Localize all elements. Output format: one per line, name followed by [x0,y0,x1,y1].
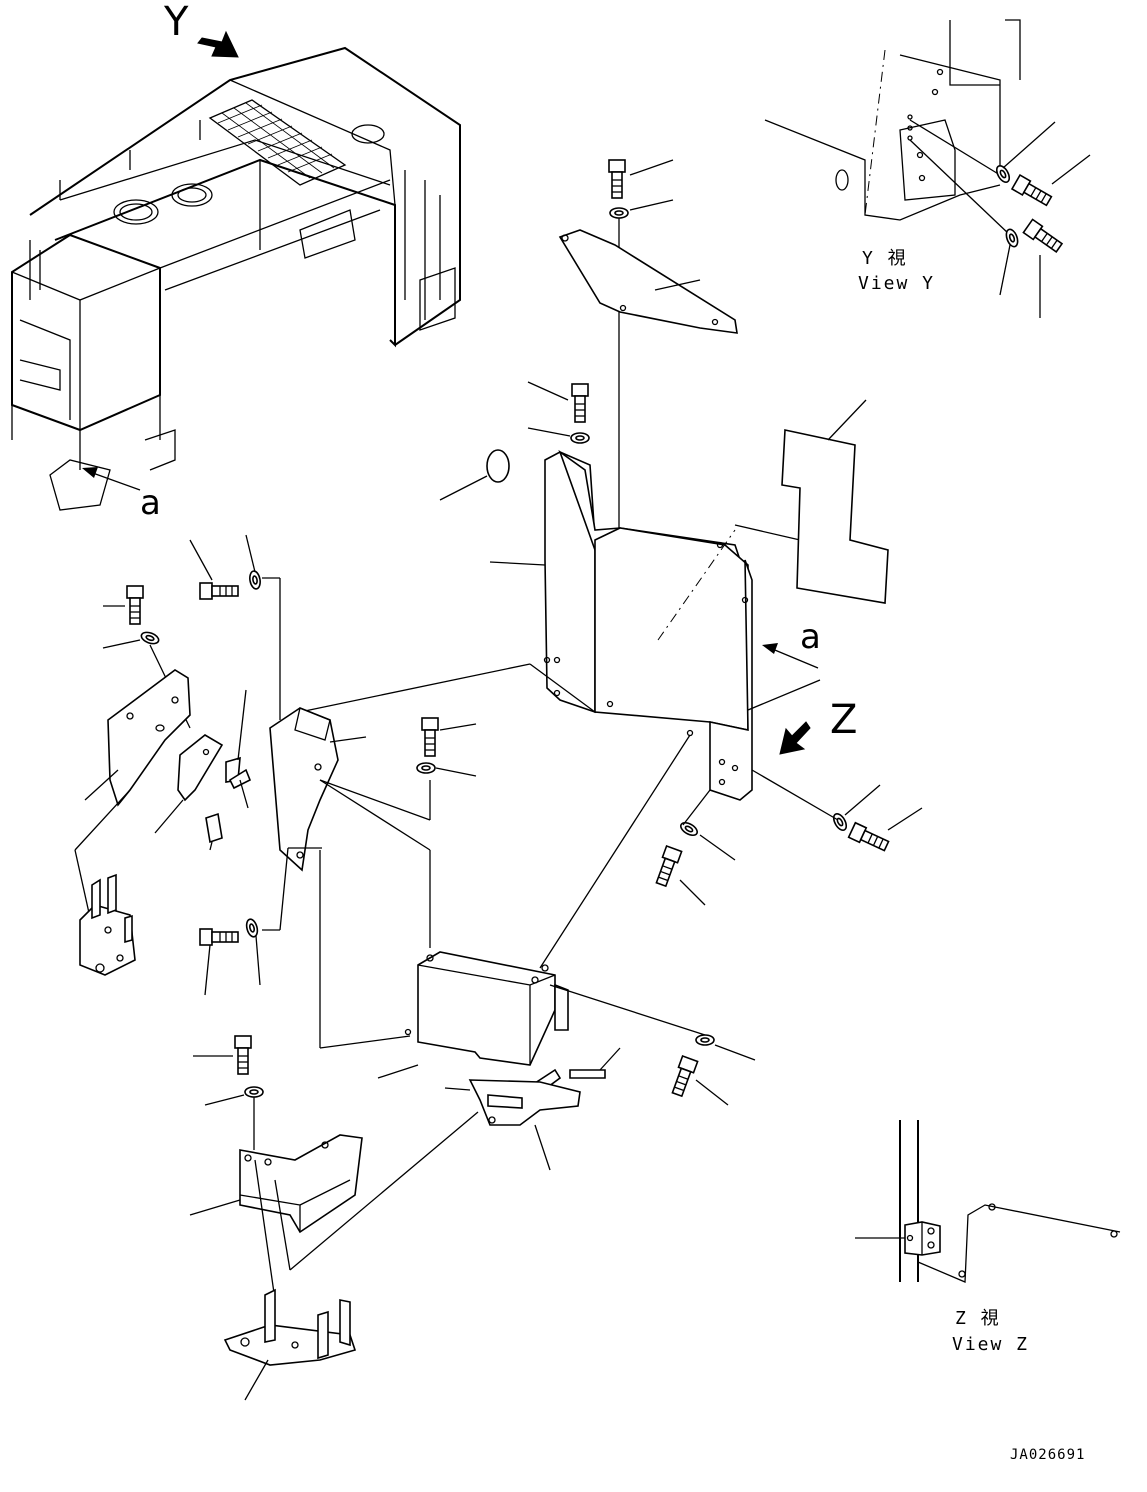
upper-plate-assembly [558,159,738,530]
view-y-caption-jp: Y 視 [862,248,908,269]
view-y-marker: Y [164,0,189,45]
view-y-detail [764,19,1091,318]
arrow-a-label-right: a [800,617,821,657]
arrow-y-icon [197,30,239,58]
left-bracket-assembly [74,534,281,976]
view-z-caption-en: View Z [952,1334,1030,1355]
arrow-a-label-left: a [140,483,161,523]
main-cover-assembly [299,381,923,906]
machine-frame-overview [11,46,461,511]
drawing-reference-number: JA026691 [1010,1447,1086,1463]
bottom-left-assembly [189,1035,363,1401]
bottom-box-assembly [289,734,756,1271]
center-tall-plate [199,707,477,1049]
arrow-z-icon [779,721,811,755]
view-y-caption-en: View Y [858,273,936,294]
arrow-a-left-icon [82,467,141,491]
view-z-marker: Z [830,697,858,743]
view-z-detail [855,1120,1121,1283]
view-z-caption-jp: Z 視 [955,1308,1001,1329]
arrow-a-right-icon [762,643,819,669]
